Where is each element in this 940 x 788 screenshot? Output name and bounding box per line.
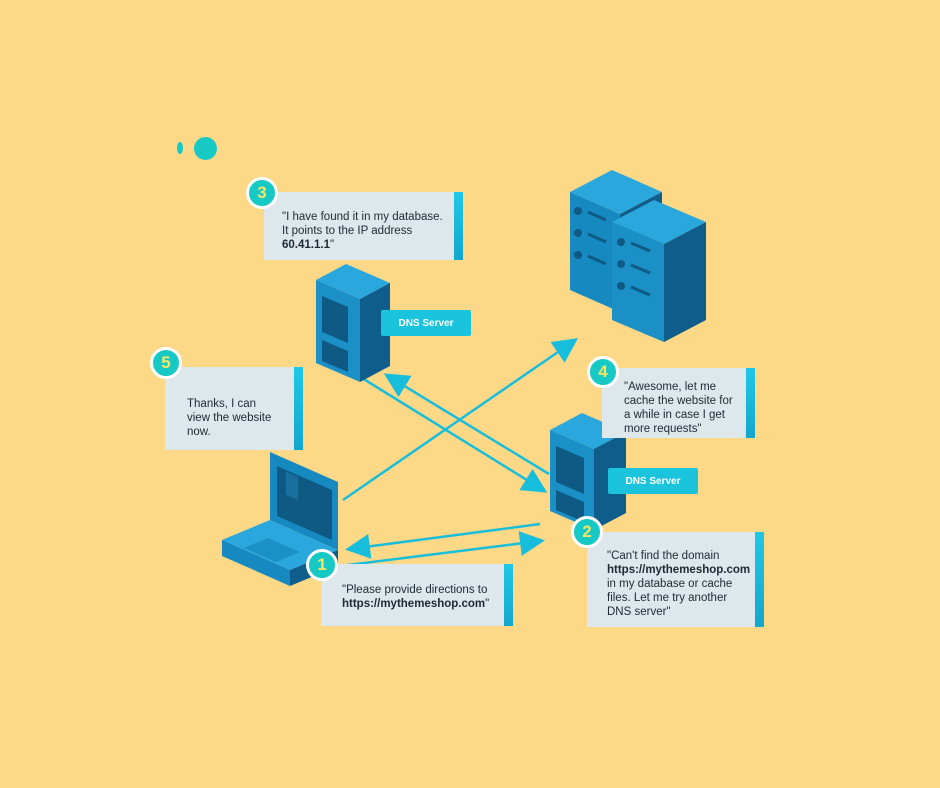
dns-server-1-label: DNS Server — [381, 310, 471, 336]
web-server-icon — [570, 170, 706, 342]
step-1-text-end: " — [485, 598, 490, 610]
dns-server-2-label: DNS Server — [608, 468, 698, 494]
step-4-badge: 4 — [587, 356, 619, 388]
step-2-domain: https://mythemeshop.com — [607, 564, 751, 576]
step-5-bubble: Thanks, I can view the website now. — [165, 367, 303, 450]
accent-bar — [746, 368, 755, 438]
step-3-bubble: "I have found it in my database. It poin… — [264, 192, 463, 260]
step-3-ip: 60.41.1.1 — [282, 239, 330, 251]
step-5-badge: 5 — [150, 347, 182, 379]
step-1-domain: https://mythemeshop.com — [342, 598, 486, 610]
decorative-dot-large — [194, 137, 217, 160]
arrow-dns2-to-dns1 — [383, 373, 550, 476]
step-1-badge: 1 — [306, 549, 338, 581]
step-3-badge: 3 — [246, 177, 278, 209]
step-5-text: Thanks, I can view the website now. — [187, 398, 272, 438]
arrow-laptop-to-dns2 — [339, 531, 545, 568]
step-4-text: "Awesome, let me cache the website for a… — [624, 381, 733, 435]
arrow-laptop-to-webserver — [342, 338, 579, 502]
step-3-text-end: " — [329, 239, 335, 251]
arrow-dns1-to-dns2 — [361, 376, 548, 493]
accent-bar — [294, 367, 303, 450]
step-2-text-end: in my database or cache files. Let me tr… — [607, 578, 733, 618]
dns-server-1-icon — [316, 264, 390, 382]
accent-bar — [755, 532, 764, 627]
step-3-text: "I have found it in my database. It poin… — [282, 211, 443, 237]
step-1-bubble: "Please provide directions to https://my… — [321, 564, 513, 626]
step-4-bubble: "Awesome, let me cache the website for a… — [602, 368, 755, 438]
step-2-bubble: "Can't find the domain https://mythemesh… — [587, 532, 764, 627]
step-2-badge: 2 — [571, 516, 603, 548]
arrows — [339, 338, 579, 568]
accent-bar — [454, 192, 463, 260]
step-2-text: "Can't find the domain — [607, 550, 720, 562]
decorative-dot-small — [177, 142, 183, 154]
accent-bar — [504, 564, 513, 626]
dns-server-2-icon — [550, 413, 626, 530]
step-1-text: "Please provide directions to — [342, 584, 488, 596]
arrow-dns2-to-laptop — [345, 522, 541, 559]
